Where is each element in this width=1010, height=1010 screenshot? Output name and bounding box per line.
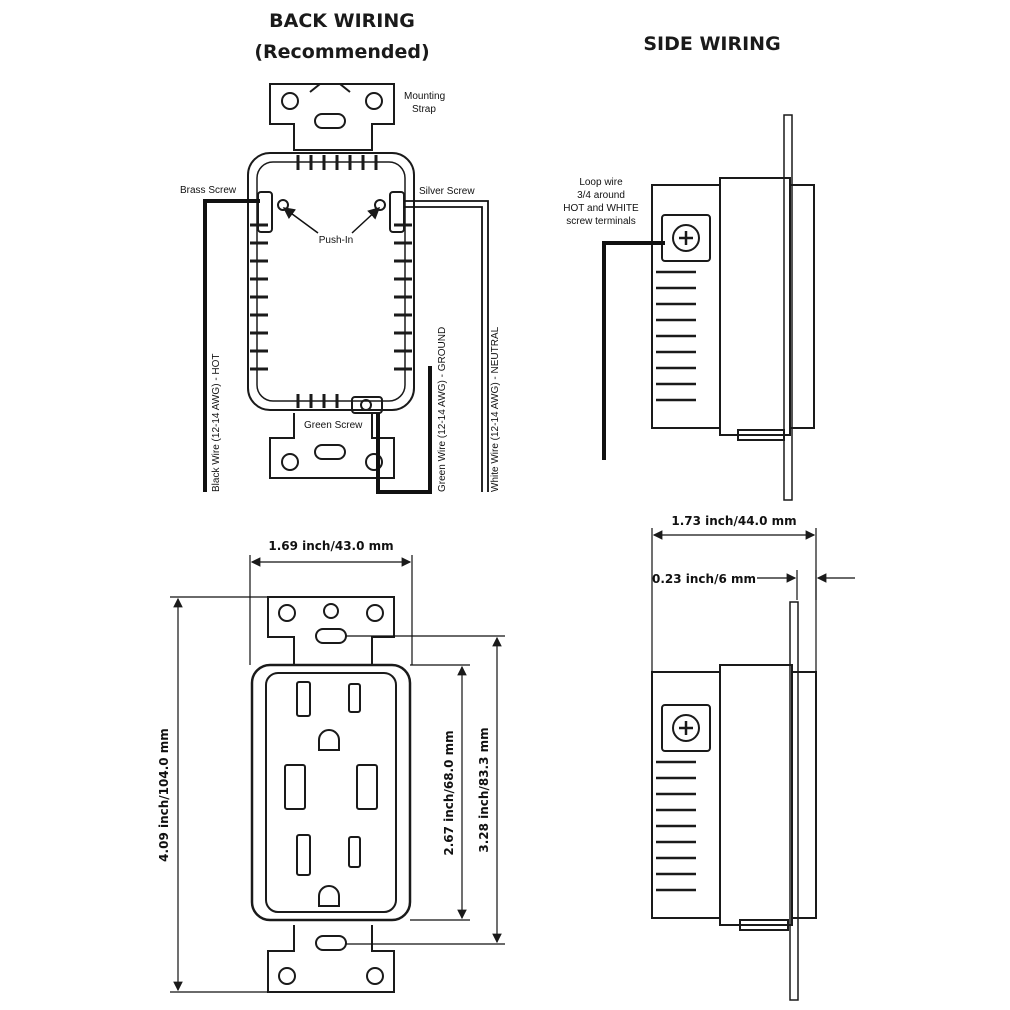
push-in-arrow-right — [351, 206, 381, 234]
side-view-top — [651, 114, 815, 501]
dim-total-height: 4.09 inch/104.0 mm — [157, 728, 171, 862]
top-mounting-strap — [269, 83, 395, 151]
side-dimensions — [651, 528, 855, 672]
loop-wire-label-1: Loop wire — [579, 177, 623, 188]
dim-front-width: 1.69 inch/43.0 mm — [268, 539, 393, 553]
brass-screw-label: Brass Screw — [180, 185, 237, 196]
loop-wire-label-2: 3/4 around — [577, 190, 625, 201]
front-view — [250, 596, 412, 993]
silver-screw-label: Silver Screw — [419, 186, 475, 197]
mounting-strap-label-2: Strap — [412, 104, 436, 115]
green-screw-label: Green Screw — [304, 420, 363, 431]
black-wire — [203, 199, 260, 492]
back-wiring-title: BACK WIRING — [269, 10, 415, 32]
back-view: Mounting Strap Brass Screw Silver Screw … — [180, 83, 501, 494]
dim-mount-height: 3.28 inch/83.3 mm — [477, 727, 491, 852]
green-wire-label: Green Wire (12-14 AWG) - GROUND — [437, 327, 448, 492]
dim-face-height: 2.67 inch/68.0 mm — [442, 730, 456, 855]
black-wire-label: Black Wire (12-14 AWG) - HOT — [211, 353, 222, 492]
dim-side-depth: 1.73 inch/44.0 mm — [671, 514, 796, 528]
loop-wire — [602, 241, 665, 460]
white-wire — [404, 200, 489, 492]
side-wiring-title: SIDE WIRING — [643, 33, 780, 55]
side-view-bottom — [651, 601, 817, 1001]
receptacle-body-back — [247, 152, 415, 414]
loop-wire-label-3: HOT and WHITE — [563, 203, 639, 214]
bottom-mounting-strap — [269, 413, 395, 479]
recommended-subtitle: (Recommended) — [254, 41, 429, 63]
push-in-label: Push-In — [319, 235, 353, 246]
dim-strap-offset: 0.23 inch/6 mm — [652, 572, 756, 586]
white-wire-label: White Wire (12-14 AWG) - NEUTRAL — [490, 326, 501, 492]
green-wire — [376, 366, 432, 494]
front-dimensions — [170, 555, 505, 993]
mounting-strap-label: Mounting — [404, 91, 445, 102]
push-in-arrow-left — [282, 207, 319, 234]
loop-wire-label-4: screw terminals — [566, 216, 635, 227]
